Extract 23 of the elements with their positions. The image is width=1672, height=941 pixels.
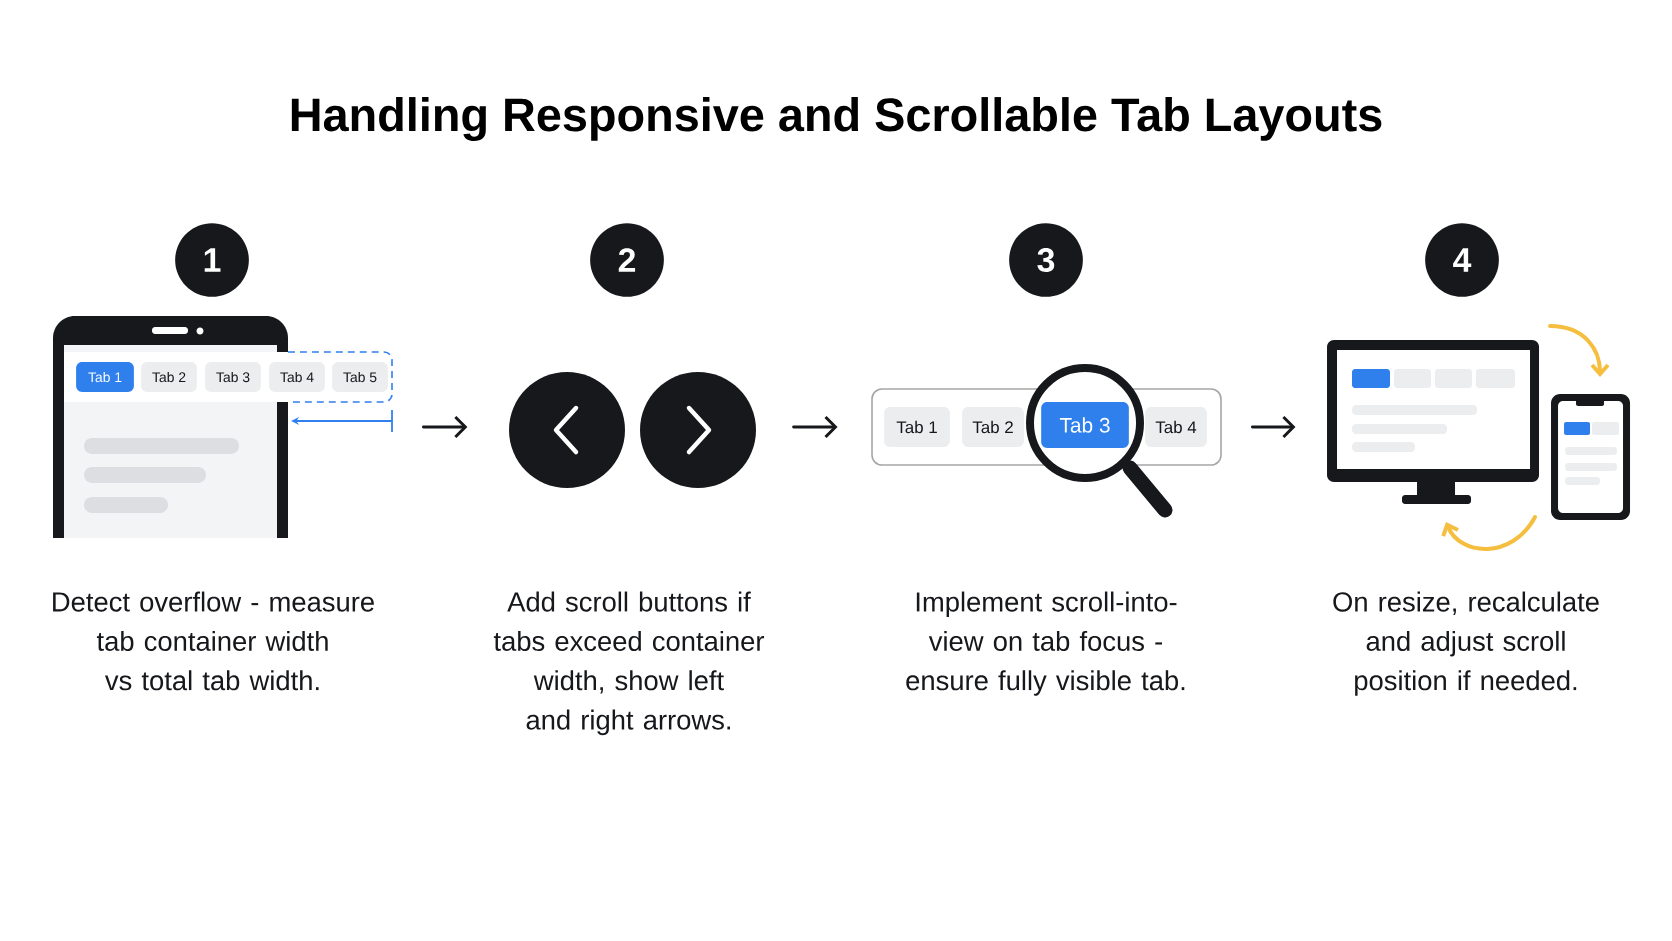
arrow <box>1250 416 1296 439</box>
step-number: 4 <box>1425 223 1499 297</box>
tab-pill: Tab 1 <box>884 407 950 447</box>
step-caption: Detect overflow - measure tab container width vs total tab width. <box>53 591 374 691</box>
step-number: 3 <box>1009 223 1083 297</box>
tab-pill: Tab 1 <box>76 362 134 392</box>
step-number: 2 <box>590 223 664 297</box>
scroll-buttons-drawing <box>509 372 756 488</box>
step-number: 1 <box>175 223 249 297</box>
tab-pill: Tab 2 <box>962 407 1024 447</box>
tab-pill: Tab 3 <box>1041 402 1129 448</box>
tab-pill: Tab 5 <box>332 362 388 392</box>
arrow <box>421 416 468 439</box>
tab-pill: Tab 3 <box>205 362 261 392</box>
title: Handling Responsive and Scrollable Tab Layouts <box>291 97 1382 141</box>
step-caption: Add scroll buttons if tabs exceed container width, show left and right arrows. <box>493 591 765 736</box>
step-caption: Implement scroll-into-view on tab focus - ensure fully visible tab. <box>906 591 1185 696</box>
tab-pill: Tab 4 <box>269 362 325 392</box>
step-caption: On resize, recalculate and adjust scroll position if needed. <box>1333 591 1599 696</box>
arrow <box>792 416 838 439</box>
tab-pill: Tab 2 <box>141 362 197 392</box>
tab-pill: Tab 4 <box>1145 407 1207 447</box>
devices-drawing <box>1327 324 1630 551</box>
